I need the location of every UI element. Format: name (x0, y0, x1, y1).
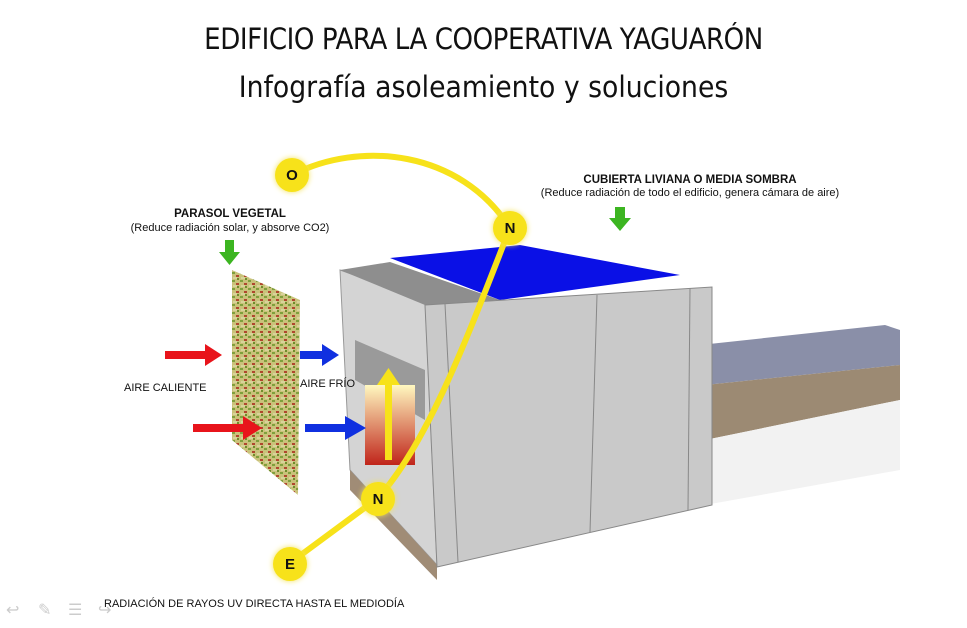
uv-radiation-label: RADIACIÓN DE RAYOS UV DIRECTA HASTA EL M… (104, 598, 405, 610)
building-front-face (424, 286, 713, 568)
parasol-description: (Reduce radiación solar, y absorve CO2) (130, 222, 330, 234)
low-wall (700, 325, 900, 505)
pen-icon[interactable]: ✎ (38, 602, 52, 619)
sun-marker-north-bottom: N (361, 482, 395, 516)
parasol-title: PARASOL VEGETAL (174, 208, 286, 220)
green-down-arrow (219, 240, 240, 265)
cubierta-description: (Reduce radiación de todo el edificio, g… (540, 187, 840, 199)
roof-cover (390, 245, 680, 300)
cold-air-label: AIRE FRÍO (300, 378, 356, 390)
hot-air-label: AIRE CALIENTE (124, 382, 207, 394)
sun-marker-north-top: N (493, 211, 527, 245)
menu-icon[interactable]: ☰ (68, 602, 83, 619)
hot-air-rising-arrow (377, 368, 400, 460)
cold-air-arrow (305, 416, 366, 440)
green-down-arrow (609, 207, 631, 231)
hot-air-arrow (193, 416, 262, 440)
sun-marker-west: O (275, 158, 309, 192)
vegetal-parasol (232, 270, 300, 495)
hot-air-arrow (165, 344, 222, 366)
cold-air-arrow (300, 344, 339, 366)
sun-marker-east: E (273, 547, 307, 581)
slide-subtitle: Infografía asoleamiento y soluciones (238, 70, 729, 104)
forward-arrow-icon[interactable]: ↪ (98, 602, 112, 619)
slide-title: EDIFICIO PARA LA COOPERATIVA YAGUARÓN (204, 22, 763, 56)
back-arrow-icon[interactable]: ↩ (6, 602, 20, 619)
cubierta-title: CUBIERTA LIVIANA O MEDIA SOMBRA (583, 174, 797, 186)
